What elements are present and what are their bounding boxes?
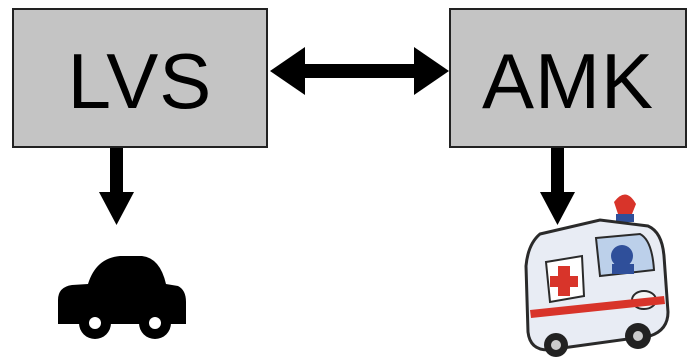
arrow-head-right xyxy=(414,47,449,95)
node-amk: AMK xyxy=(449,8,687,148)
node-amk-label: AMK xyxy=(481,37,655,125)
node-lvs: LVS xyxy=(12,8,268,148)
arrow-amk-to-ambulance xyxy=(540,148,575,225)
node-lvs-label: LVS xyxy=(67,37,213,125)
ambulance-icon xyxy=(524,194,670,357)
arrow-head-left xyxy=(270,47,305,95)
arrow-shaft xyxy=(302,64,418,78)
car-icon xyxy=(58,256,186,339)
bidirectional-arrow xyxy=(270,47,449,95)
arrow-lvs-to-car xyxy=(99,148,134,225)
